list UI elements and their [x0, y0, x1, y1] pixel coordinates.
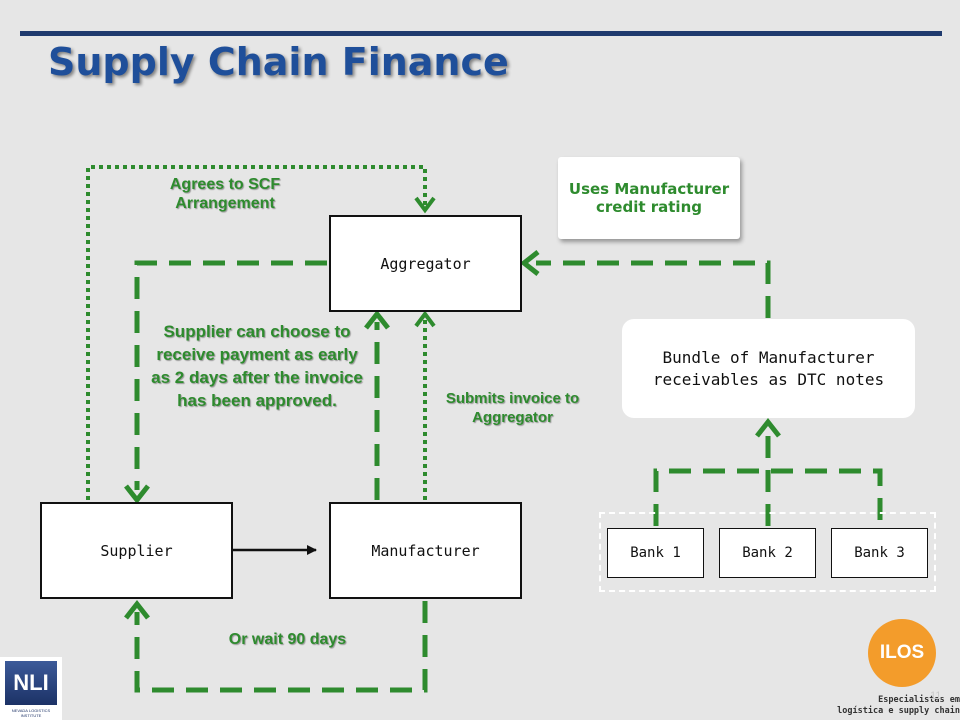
- wait-connector: [134, 601, 428, 693]
- uses-credit-rating-callout: Uses Manufacturer credit rating: [558, 157, 740, 239]
- agrees-connector: [86, 165, 427, 500]
- nli-logo-mark: NLI: [5, 661, 57, 705]
- submits-invoice-label: Submits invoice to Aggregator: [445, 390, 580, 426]
- ilos-tagline: Especialistas em logística e supply chai…: [820, 695, 960, 717]
- ilos-logo: ILOS: [868, 619, 936, 687]
- submits-invoice-arrowhead: [414, 310, 436, 328]
- bank-2-node: Bank 2: [719, 528, 816, 578]
- nli-logo: NLI NEVADA LOGISTICS INSTITUTE: [0, 657, 62, 720]
- bank-1-node: Bank 1: [607, 528, 704, 578]
- bank-group: [599, 512, 936, 592]
- manufacturer-pays-arrowhead: [364, 309, 390, 330]
- ilos-tagline-line-2: logística e supply chain: [837, 706, 960, 716]
- manufacturer-node: Manufacturer: [329, 502, 522, 599]
- wait-label: Or wait 90 days: [228, 631, 347, 648]
- bundle-node: Bundle of Manufacturer receivables as DT…: [622, 319, 915, 418]
- bundle-to-aggregator-arrowhead: [519, 250, 540, 276]
- page-title: Supply Chain Finance: [48, 40, 509, 84]
- pay-supplier-arrowhead: [124, 484, 150, 505]
- pay-supplier-connector: [134, 260, 327, 490]
- wait-arrowhead: [124, 599, 150, 620]
- banks-to-bundle-arrowhead: [755, 417, 781, 438]
- supplier-node: Supplier: [40, 502, 233, 599]
- supplier-choice-label: Supplier can choose to receive payment a…: [151, 322, 363, 410]
- ilos-tagline-line-1: Especialistas em: [878, 695, 960, 705]
- banks-connector: [653, 468, 883, 526]
- agrees-arrowhead: [414, 196, 436, 214]
- bundle-to-aggregator-connector: [536, 260, 771, 318]
- bank-3-node: Bank 3: [831, 528, 928, 578]
- agrees-label: Agrees to SCF Arrangement: [169, 176, 281, 212]
- page-number: 11: [930, 690, 942, 702]
- title-rule: [20, 31, 942, 36]
- nli-logo-subtitle: NEVADA LOGISTICS INSTITUTE: [11, 708, 51, 718]
- aggregator-node: Aggregator: [329, 215, 522, 312]
